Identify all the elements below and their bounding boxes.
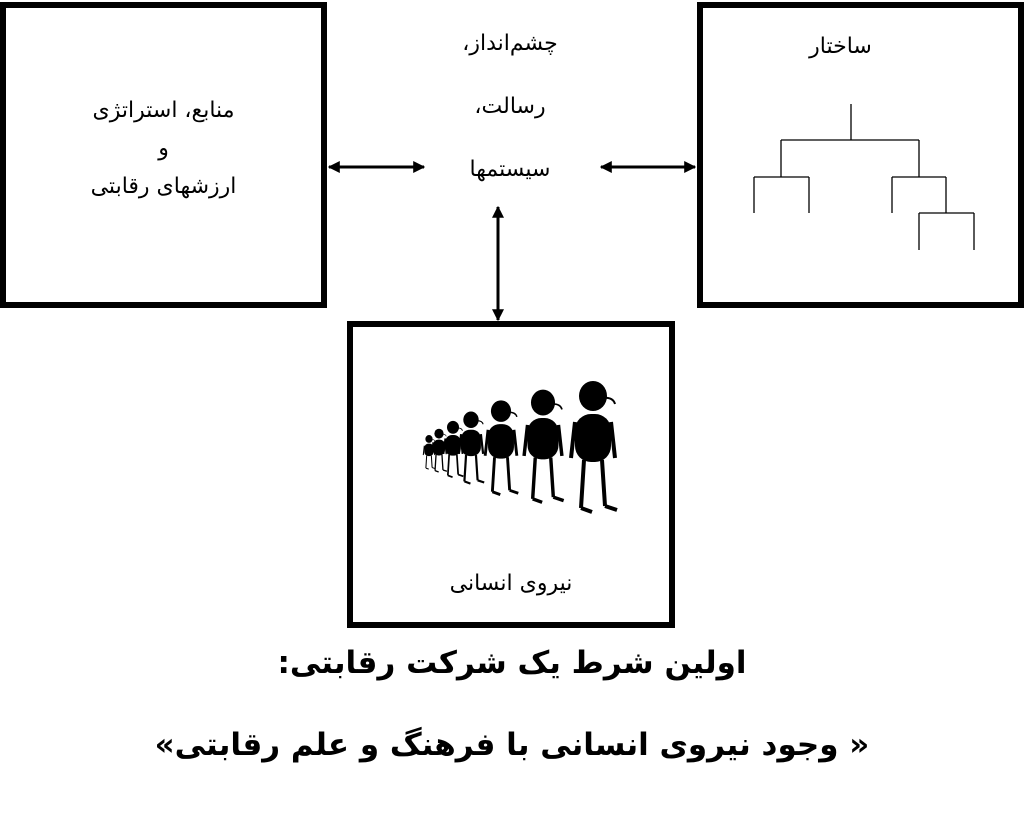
center-line-3: سیستمها [469, 157, 551, 182]
structure-box [697, 2, 1024, 308]
person-figure [422, 435, 436, 470]
person-figure [431, 428, 448, 473]
human-resources-label: نیروی انسانی [449, 571, 573, 596]
org-chart-icon [753, 104, 975, 250]
center-line-1: چشم‌انداز، [462, 31, 558, 56]
headline-line-1: اولین شرط یک شرکت رقابتی: [277, 645, 747, 681]
person-figure [442, 420, 464, 478]
resources-strategy-line-1: منابع، استراتژی [92, 98, 235, 123]
resources-strategy-line-2: و [158, 136, 169, 161]
resources-strategy-box [0, 2, 327, 308]
headline-line-2: « وجود نیروی انسانی با فرهنگ و علم رقابت… [154, 727, 870, 763]
human-resources-box [347, 321, 675, 628]
person-figure [522, 389, 565, 504]
resources-strategy-line-3: ارزشهای رقابتی [90, 174, 237, 199]
person-figure [483, 400, 519, 496]
center-line-2: رسالت، [474, 94, 546, 119]
person-figure [569, 381, 618, 514]
person-figure [457, 411, 485, 485]
vision-mission-systems-text: چشم‌انداز، رسالت، سیستمها [420, 22, 600, 211]
walking-people-icon [422, 381, 618, 514]
resources-strategy-text: منابع، استراتژی و ارزشهای رقابتی [0, 92, 327, 206]
structure-title: ساختار [809, 34, 872, 59]
